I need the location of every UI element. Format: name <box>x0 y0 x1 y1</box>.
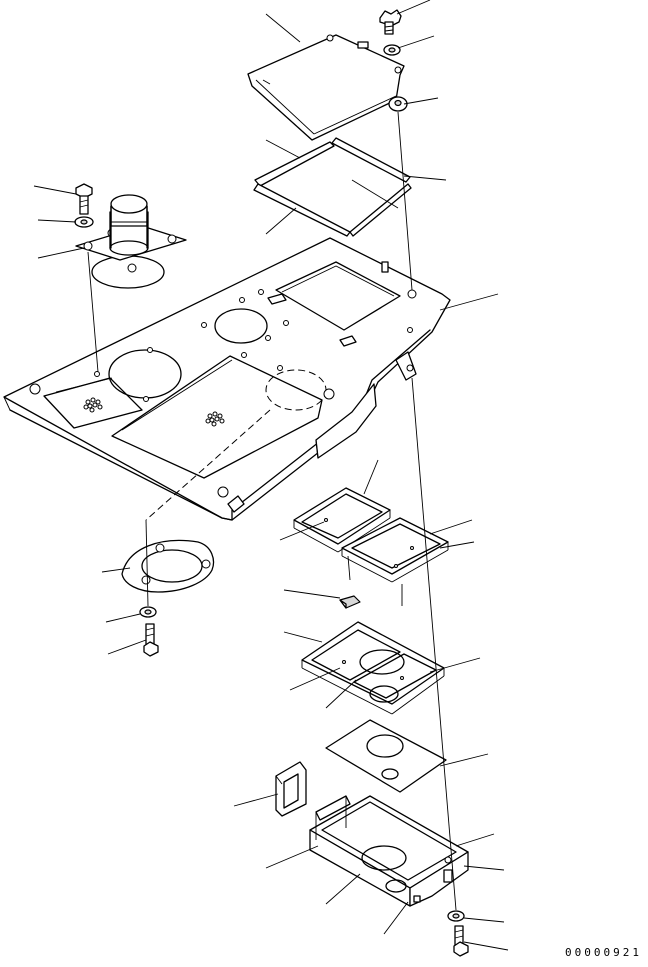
double-tray <box>301 621 445 715</box>
drawing-number: 00000921 <box>565 946 642 959</box>
washer-icon <box>139 606 157 618</box>
bottom-housing <box>309 795 469 907</box>
hex-bolt-icon <box>75 183 93 215</box>
lower-flange <box>121 539 215 593</box>
seal-strip-set <box>253 137 412 237</box>
alignment-line <box>411 377 457 911</box>
grommet-icon <box>388 96 408 112</box>
star-knob-icon <box>379 9 402 35</box>
flange-mounted-switch <box>75 194 187 289</box>
washer-icon <box>74 216 94 228</box>
alignment-line <box>397 111 413 291</box>
top-cover-plate <box>247 34 405 141</box>
seal-ring <box>275 761 307 817</box>
alignment-line <box>87 251 99 373</box>
callout-leaders <box>33 0 509 951</box>
washer-icon <box>447 910 465 922</box>
main-panel <box>3 237 451 521</box>
hex-bolt-icon <box>453 925 469 957</box>
gasket-plate <box>325 719 447 793</box>
small-gasket-tray-right <box>341 517 449 583</box>
hex-bolt-icon <box>143 623 159 657</box>
alignment-line <box>145 519 149 607</box>
washer-icon <box>383 44 401 56</box>
clip-icon <box>339 595 361 609</box>
